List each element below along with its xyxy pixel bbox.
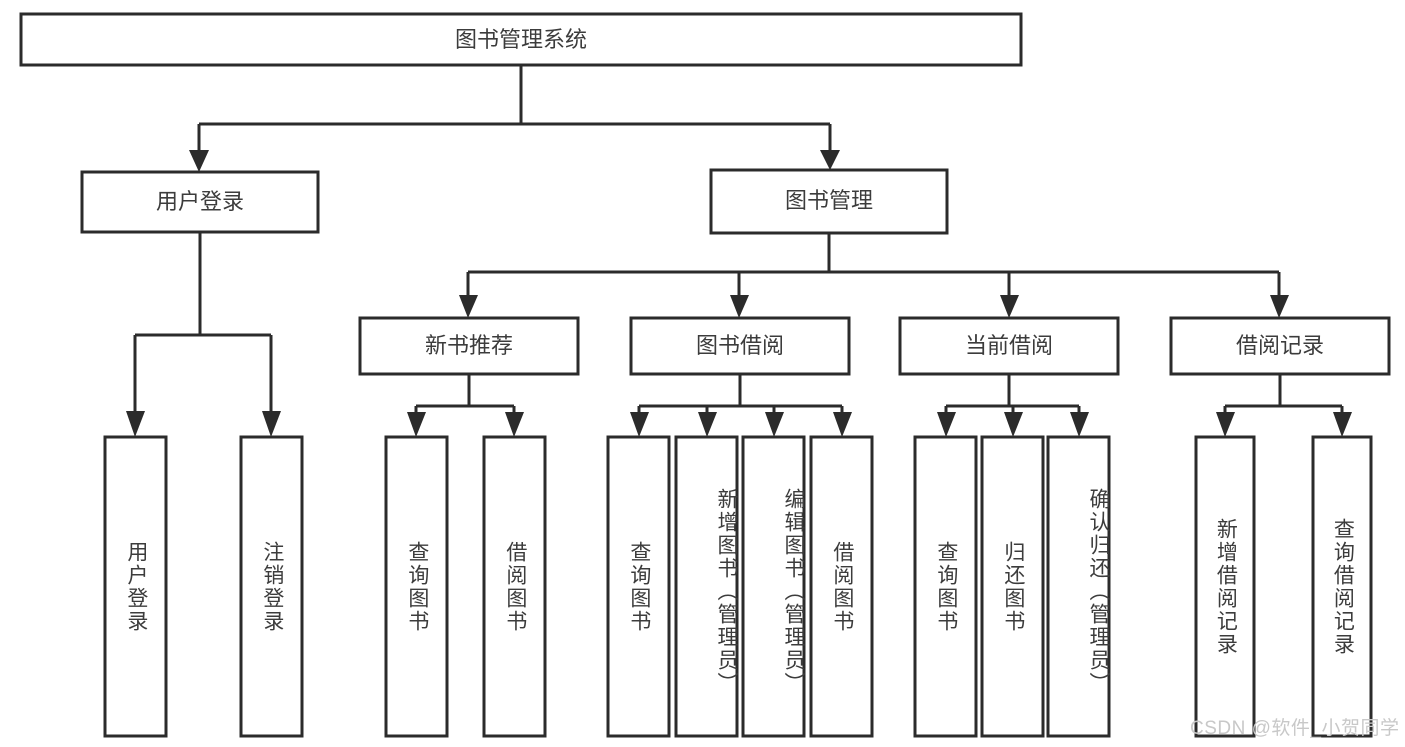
node-leaf-bb-edit-label: 编辑图书（管理员）: [782, 488, 805, 695]
arrowhead-cb-leaf-2: [1004, 412, 1023, 437]
arrowhead-cb-leaf-1: [937, 412, 956, 437]
node-leaf-bb-edit-box[interactable]: [741, 435, 806, 738]
arrowhead-user-login: [189, 150, 209, 172]
node-borrow-record-box[interactable]: [1169, 316, 1391, 376]
arrowhead-nb-leaf-2: [505, 412, 524, 437]
node-root-box[interactable]: [19, 12, 1023, 67]
node-leaf-nb-borrow-label: 借阅图书: [503, 540, 527, 633]
node-leaf-logout-box[interactable]: [239, 435, 304, 738]
node-root-label: 图书管理系统: [455, 27, 587, 52]
arrowhead-new-book: [459, 295, 478, 318]
arrowhead-bb-leaf-1: [630, 412, 649, 437]
node-leaf-bb-add-label: 新增图书（管理员）: [715, 488, 738, 695]
arrowhead-bb-leaf-2: [698, 412, 717, 437]
node-book-borrow-label: 图书借阅: [696, 333, 784, 358]
arrowhead-borrow-record: [1270, 295, 1289, 318]
arrowhead-br-leaf-2: [1333, 412, 1352, 437]
csdn-watermark: CSDN @软件_小贺同学: [1190, 718, 1400, 739]
node-new-book-label: 新书推荐: [425, 333, 513, 358]
node-leaf-bb-borrow-box[interactable]: [809, 435, 874, 738]
node-leaf-nb-borrow-box[interactable]: [482, 435, 547, 738]
node-leaf-br-add-box[interactable]: [1194, 435, 1256, 738]
arrowhead-book-borrow: [730, 295, 749, 318]
arrowhead-current-borrow: [1000, 295, 1019, 318]
node-borrow-record-label: 借阅记录: [1236, 333, 1324, 358]
node-leaf-bb-borrow-label: 借阅图书: [830, 540, 854, 633]
node-current-borrow-box[interactable]: [898, 316, 1120, 376]
node-leaf-bb-add-box[interactable]: [674, 435, 739, 738]
arrowhead-br-leaf-1: [1216, 412, 1235, 437]
arrowhead-cb-leaf-3: [1070, 412, 1089, 437]
node-leaf-br-query-label: 查询借阅记录: [1331, 517, 1355, 656]
arrowhead-leaf-logout: [262, 411, 281, 437]
arrowhead-book-mgmt: [820, 150, 840, 170]
node-leaf-br-query-box[interactable]: [1311, 435, 1373, 738]
node-leaf-cb-confirm-label: 确认归还（管理员）: [1087, 488, 1110, 695]
node-current-borrow-label: 当前借阅: [965, 333, 1053, 358]
node-leaf-cb-query-label: 查询图书: [934, 540, 958, 633]
arrowhead-nb-leaf-1: [407, 412, 426, 437]
node-user-login-label: 用户登录: [156, 189, 244, 214]
arrowhead-bb-leaf-4: [833, 412, 852, 437]
node-leaf-cb-confirm-box[interactable]: [1046, 435, 1111, 738]
node-leaf-nb-query-box[interactable]: [384, 435, 449, 738]
node-leaf-cb-return-box[interactable]: [980, 435, 1045, 738]
node-leaf-user-login-label: 用户登录: [124, 540, 148, 633]
node-book-mgmt-label: 图书管理: [785, 188, 873, 213]
node-leaf-bb-query-box[interactable]: [606, 435, 671, 738]
node-leaf-cb-query-box[interactable]: [913, 435, 978, 738]
node-leaf-bb-query-label: 查询图书: [627, 540, 651, 633]
arrowhead-bb-leaf-3: [765, 412, 784, 437]
arrowhead-leaf-user-login: [126, 411, 145, 437]
node-leaf-user-login-box[interactable]: [103, 435, 168, 738]
node-new-book-box[interactable]: [358, 316, 580, 376]
node-leaf-cb-return-label: 归还图书: [1001, 540, 1025, 633]
node-leaf-br-add-label: 新增借阅记录: [1214, 517, 1238, 656]
node-leaf-logout-label: 注销登录: [260, 540, 284, 633]
node-leaf-nb-query-label: 查询图书: [405, 540, 429, 633]
